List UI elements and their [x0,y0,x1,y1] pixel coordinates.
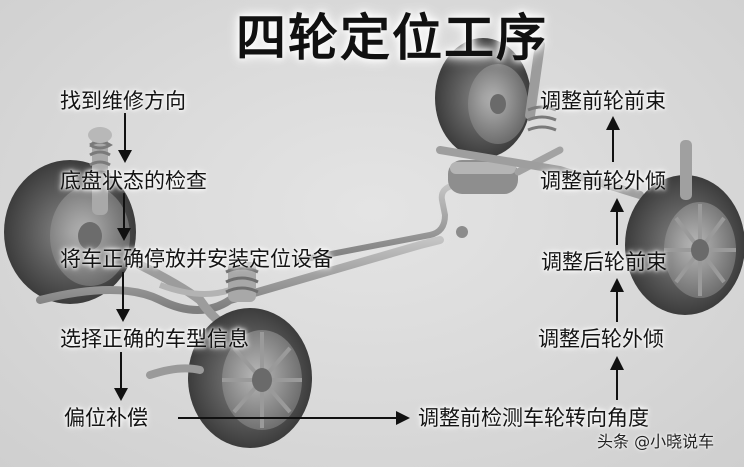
step-find-repair-direction: 找到维修方向 [60,89,186,113]
page-title: 四轮定位工序 [236,9,548,67]
step-adjust-rear-camber: 调整后轮外倾 [538,327,664,351]
step-chassis-check: 底盘状态的检查 [60,169,207,193]
step-adjust-front-toe: 调整前轮前束 [540,89,666,113]
step-adjust-rear-toe: 调整后轮前束 [541,250,667,274]
rear-left-wheel [435,38,531,158]
watermark: 头条 @小晓说车 [597,432,715,451]
step-park-and-install-equipment: 将车正确停放并安装定位设备 [60,247,333,271]
step-select-vehicle-model: 选择正确的车型信息 [60,327,249,351]
front-right-wheel [188,308,312,448]
step-runout-compensation: 偏位补偿 [64,406,148,430]
step-check-steering-angle: 调整前检测车轮转向角度 [418,406,649,430]
step-adjust-front-camber: 调整前轮外倾 [540,169,666,193]
rear-right-wheel [625,175,744,315]
flow-arrows [114,113,624,425]
